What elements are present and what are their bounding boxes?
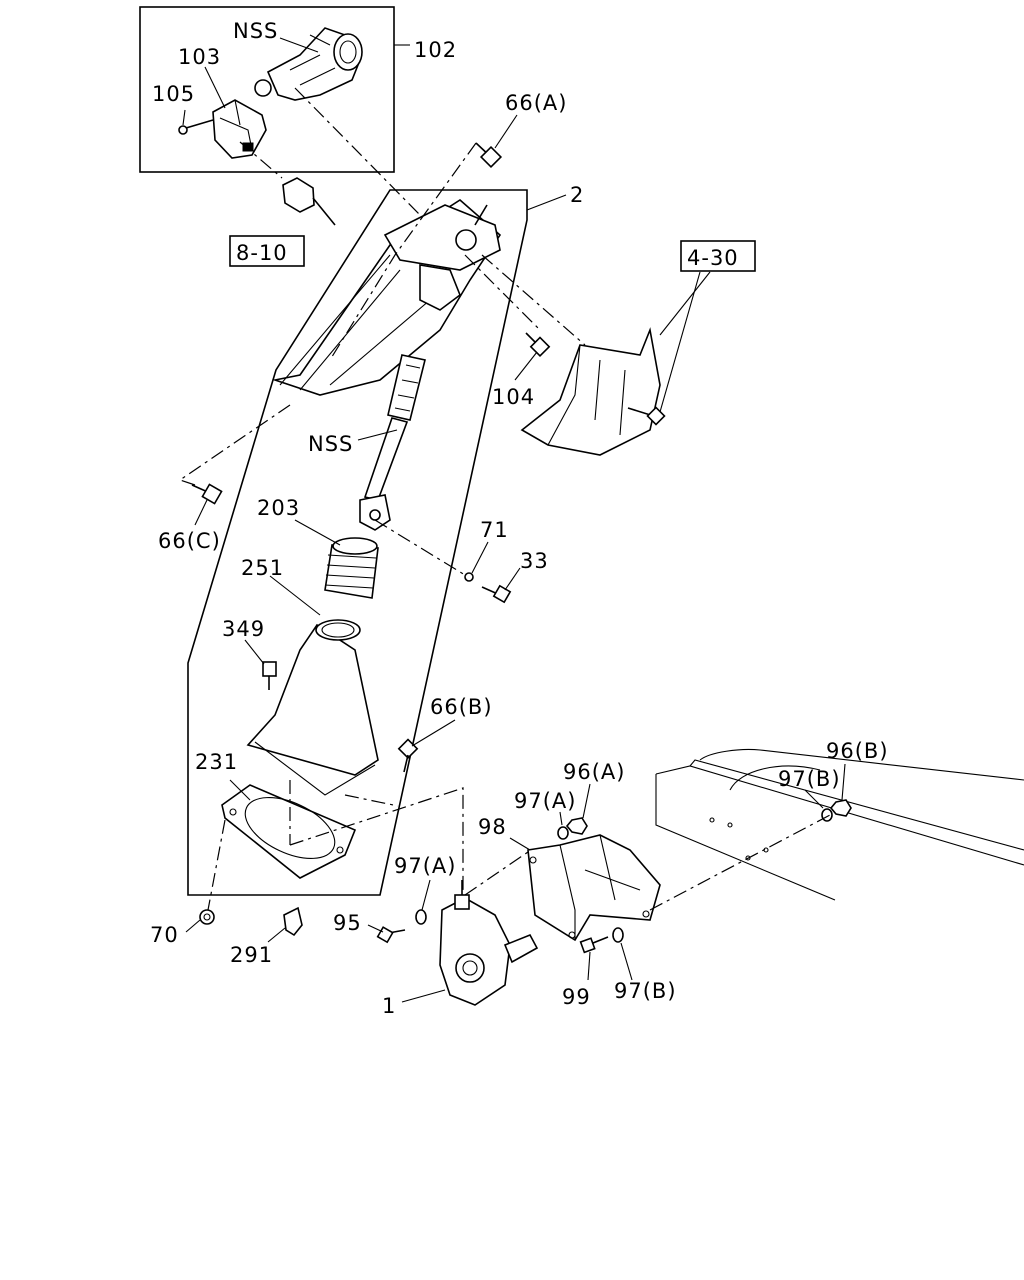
label-66c: 66(C) <box>158 529 221 553</box>
label-291: 291 <box>230 943 273 967</box>
ignition-switch-102 <box>254 27 363 101</box>
label-4-30: 4-30 <box>687 246 739 270</box>
bolt-66c <box>191 483 223 505</box>
boot-203 <box>324 537 379 599</box>
label-103: 103 <box>178 45 221 69</box>
nut-96b <box>829 799 852 817</box>
nut-96a <box>565 817 588 835</box>
clip-291 <box>283 906 303 937</box>
assembly-center-lines <box>178 87 831 911</box>
label-251: 251 <box>241 556 284 580</box>
label-66a: 66(A) <box>505 91 567 115</box>
screw-105 <box>178 119 214 135</box>
label-1: 1 <box>382 994 396 1018</box>
switch-housing-103 <box>212 99 267 159</box>
clip-349 <box>262 661 277 690</box>
washer-97a-top <box>557 826 569 840</box>
steering-column-2 <box>271 199 502 531</box>
bolt-66b <box>397 738 419 773</box>
connector-part <box>282 177 336 226</box>
label-70: 70 <box>150 923 179 947</box>
label-71: 71 <box>480 518 509 542</box>
label-nss-mid: NSS <box>308 432 353 456</box>
label-8-10: 8-10 <box>236 241 288 265</box>
bolt-99 <box>579 936 609 954</box>
bolt-104 <box>525 332 551 358</box>
frame-rail <box>655 748 1024 901</box>
label-99: 99 <box>562 985 591 1009</box>
label-33: 33 <box>520 549 549 573</box>
label-2: 2 <box>570 183 584 207</box>
label-nss-top: NSS <box>233 19 278 43</box>
label-97b-top: 97(B) <box>778 767 841 791</box>
label-97a-mid: 97(A) <box>394 854 456 878</box>
label-95: 95 <box>333 911 362 935</box>
washer-97a-mid <box>415 909 427 925</box>
inset-box-102 <box>139 6 395 173</box>
steering-gear-1 <box>439 880 539 1006</box>
label-96b: 96(B) <box>826 739 889 763</box>
bracket-98 <box>527 834 661 942</box>
label-104: 104 <box>492 385 535 409</box>
ref-box-4-30 <box>680 240 756 272</box>
label-203: 203 <box>257 496 300 520</box>
washer-97b-bot <box>612 927 624 943</box>
assembly-outline-2 <box>187 189 528 896</box>
label-97b-bot: 97(B) <box>614 979 677 1003</box>
leader-lines <box>182 37 846 1003</box>
nut-70 <box>199 909 215 925</box>
label-105: 105 <box>152 82 195 106</box>
ref-box-8-10 <box>229 235 305 267</box>
label-102: 102 <box>414 38 457 62</box>
bolt-66a <box>475 142 503 169</box>
label-97a-top: 97(A) <box>514 789 576 813</box>
label-96a: 96(A) <box>563 760 625 784</box>
washer-97b-top <box>821 808 833 822</box>
label-98: 98 <box>478 815 507 839</box>
label-231: 231 <box>195 750 238 774</box>
label-349: 349 <box>222 617 265 641</box>
plate-231 <box>221 784 357 879</box>
shift-boot-251 <box>246 619 379 796</box>
bolt-95 <box>376 926 406 944</box>
bolt-33 <box>481 584 512 604</box>
label-66b: 66(B) <box>430 695 493 719</box>
clip-71 <box>464 572 474 582</box>
